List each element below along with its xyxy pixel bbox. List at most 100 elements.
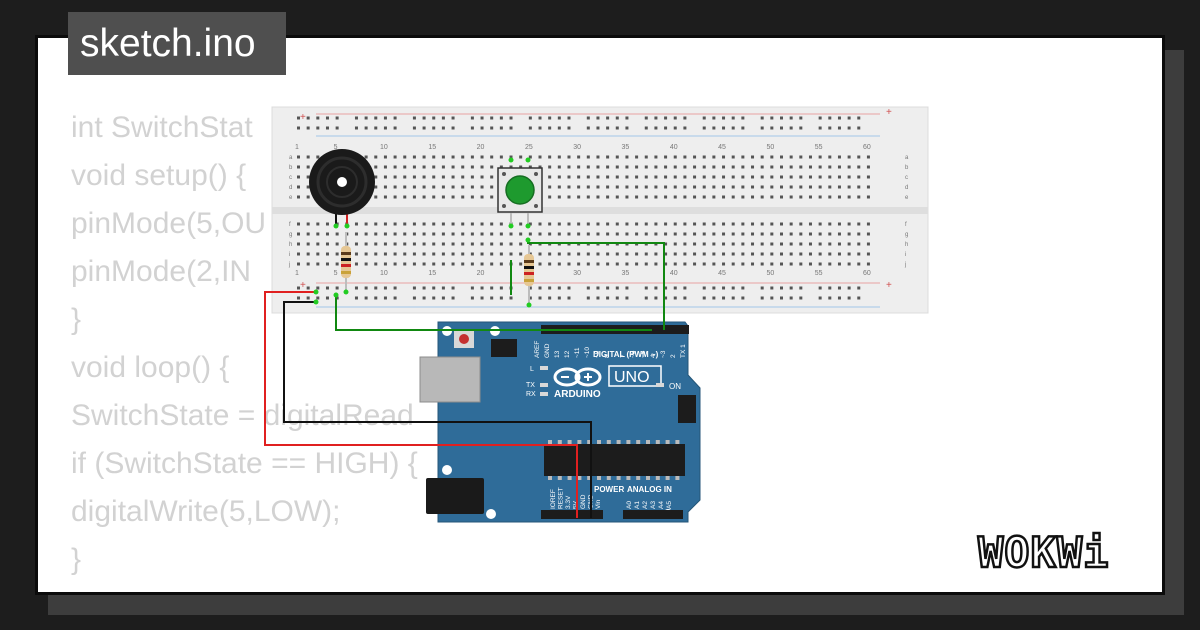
breadboard-hole xyxy=(461,232,465,236)
breadboard-hole xyxy=(509,126,513,130)
breadboard-hole xyxy=(441,165,445,169)
breadboard-hole xyxy=(297,262,300,266)
breadboard-hole xyxy=(393,116,397,120)
atmega-chip xyxy=(544,444,685,476)
breadboard-hole xyxy=(480,242,484,246)
breadboard-hole xyxy=(615,155,619,159)
breadboard-hole xyxy=(857,286,861,290)
pin-label: ~5 xyxy=(640,350,647,358)
breadboard-hole xyxy=(441,262,445,266)
column-number: 10 xyxy=(380,144,388,151)
pushbutton[interactable] xyxy=(497,167,543,225)
breadboard-hole xyxy=(702,185,706,189)
breadboard-hole xyxy=(557,155,561,159)
breadboard-hole xyxy=(297,195,300,199)
breadboard-hole xyxy=(789,242,793,246)
breadboard-hole xyxy=(490,232,494,236)
buzzer[interactable] xyxy=(309,149,375,226)
breadboard-hole xyxy=(432,286,436,290)
breadboard-hole xyxy=(325,126,329,130)
breadboard-hole xyxy=(586,232,590,236)
breadboard-hole xyxy=(712,252,716,256)
column-number: 1 xyxy=(295,144,299,151)
breadboard-hole xyxy=(596,175,600,179)
breadboard-hole xyxy=(741,242,745,246)
resistor-2[interactable] xyxy=(524,245,534,305)
breadboard-hole xyxy=(712,296,716,300)
breadboard-hole xyxy=(818,195,822,199)
breadboard-hole xyxy=(480,195,484,199)
breadboard-hole xyxy=(480,262,484,266)
breadboard-hole xyxy=(596,116,600,120)
breadboard-hole xyxy=(693,222,697,226)
breadboard-hole xyxy=(403,242,407,246)
breadboard-hole xyxy=(548,155,552,159)
row-letter: a xyxy=(905,155,909,161)
row-letter: g xyxy=(905,232,908,238)
breadboard-hole xyxy=(799,195,803,199)
breadboard-hole xyxy=(818,165,822,169)
breadboard-hole xyxy=(509,232,513,236)
wire-black xyxy=(283,301,592,518)
breadboard-hole xyxy=(673,262,677,266)
breadboard-hole xyxy=(847,126,851,130)
code-line: int SwitchStat xyxy=(71,111,253,144)
breadboard-hole xyxy=(567,175,571,179)
breadboard-hole xyxy=(297,126,300,130)
breadboard-hole xyxy=(770,195,774,199)
chip-pin xyxy=(548,476,552,480)
breadboard-hole xyxy=(606,195,610,199)
pin-label: GND xyxy=(544,343,551,358)
breadboard-hole xyxy=(760,195,764,199)
breadboard-hole xyxy=(760,155,764,159)
code-line: else { xyxy=(71,584,418,592)
breadboard[interactable]: + + + + 11551010151520202525303035354040… xyxy=(271,106,929,314)
breadboard-hole xyxy=(461,195,465,199)
breadboard-hole xyxy=(548,232,552,236)
breadboard-hole xyxy=(374,165,378,169)
breadboard-hole xyxy=(828,222,832,226)
pin-label: TX 1 xyxy=(680,344,687,358)
breadboard-hole xyxy=(364,126,368,130)
breadboard-hole xyxy=(557,195,561,199)
breadboard-hole xyxy=(528,165,532,169)
breadboard-hole xyxy=(722,252,726,256)
breadboard-hole xyxy=(808,232,812,236)
breadboard-hole xyxy=(538,286,542,290)
breadboard-hole xyxy=(731,116,735,120)
breadboard-hole xyxy=(403,165,407,169)
breadboard-hole xyxy=(654,232,658,236)
breadboard-hole xyxy=(499,286,503,290)
breadboard-hole xyxy=(461,222,465,226)
breadboard-hole xyxy=(364,296,368,300)
breadboard-hole xyxy=(702,175,706,179)
column-number: 55 xyxy=(815,144,823,151)
reset-button[interactable] xyxy=(459,334,469,344)
breadboard-hole xyxy=(490,222,494,226)
breadboard-hole xyxy=(837,252,841,256)
pin-label: A1 xyxy=(634,501,641,509)
breadboard-hole xyxy=(441,232,445,236)
breadboard-hole xyxy=(441,242,445,246)
breadboard-hole xyxy=(422,185,426,189)
breadboard-hole xyxy=(432,175,436,179)
breadboard-hole xyxy=(441,175,445,179)
breadboard-hole xyxy=(837,222,841,226)
breadboard-hole xyxy=(499,126,503,130)
breadboard-hole xyxy=(857,175,861,179)
chip-pin xyxy=(655,440,660,444)
breadboard-hole xyxy=(712,175,716,179)
breadboard-hole xyxy=(799,155,803,159)
breadboard-hole xyxy=(770,242,774,246)
code-line: SwitchState = digitalRead xyxy=(71,399,414,432)
breadboard-hole xyxy=(857,252,861,256)
breadboard-hole xyxy=(596,296,600,300)
breadboard-hole xyxy=(364,232,368,236)
resistor-1[interactable] xyxy=(341,232,351,292)
breadboard-hole xyxy=(818,232,822,236)
filename-tab[interactable]: sketch.ino xyxy=(68,12,286,75)
breadboard-hole xyxy=(577,185,581,189)
breadboard-hole xyxy=(712,116,716,120)
breadboard-hole xyxy=(625,175,629,179)
breadboard-hole xyxy=(866,175,870,179)
